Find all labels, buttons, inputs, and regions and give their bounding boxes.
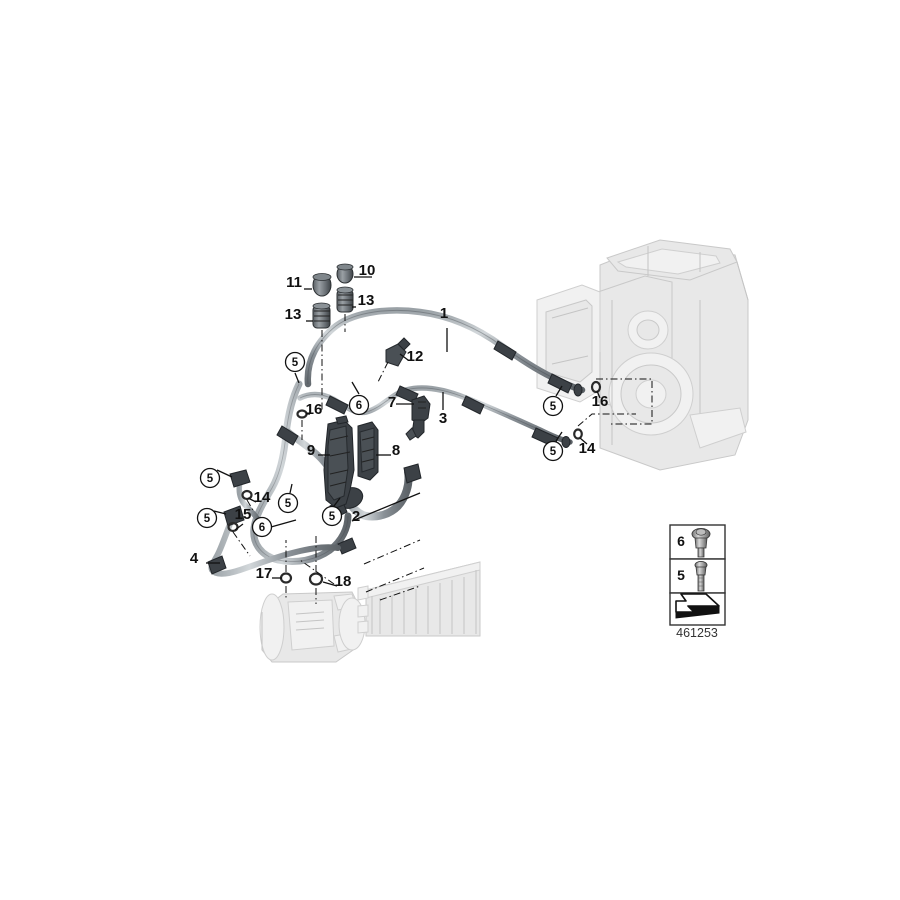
callout-15: 15 bbox=[235, 506, 252, 523]
direction-arrow-icon bbox=[675, 593, 720, 619]
circled-callout-label: 5 bbox=[550, 446, 557, 458]
circled-callout-5-b: 5 bbox=[542, 395, 564, 417]
legend-row-number-6: 6 bbox=[677, 533, 685, 549]
heater-air-conditioner-unit-ghost bbox=[536, 239, 749, 471]
line-connector-12 bbox=[377, 337, 411, 383]
service-valve-caps bbox=[312, 263, 354, 412]
callout-9: 9 bbox=[307, 442, 315, 459]
callout-12: 12 bbox=[407, 348, 424, 365]
callout-10: 10 bbox=[359, 262, 376, 279]
refrigerant-line-1 bbox=[304, 307, 586, 397]
circled-callout-label: 5 bbox=[204, 513, 211, 525]
circled-callout-label: 6 bbox=[259, 522, 265, 534]
circled-callout-5-c: 5 bbox=[542, 440, 564, 462]
callout-13-a: 13 bbox=[358, 292, 375, 309]
circled-callout-label: 5 bbox=[292, 357, 299, 369]
callout-labels: 1 2 3 4 7 8 9 10 11 12 13 13 14 14 15 16… bbox=[190, 262, 609, 590]
circled-callout-6-b: 6 bbox=[251, 516, 273, 538]
diagram-id-label: 461253 bbox=[676, 626, 718, 640]
callout-1: 1 bbox=[440, 305, 448, 322]
bracket-7 bbox=[405, 395, 431, 441]
hex-flange-bolt-short-icon bbox=[691, 528, 711, 558]
circled-callout-label: 5 bbox=[207, 473, 214, 485]
leader-lines bbox=[206, 276, 653, 604]
callout-13-b: 13 bbox=[285, 306, 302, 323]
circled-callouts: 5 6 5 5 5 5 5 bbox=[196, 351, 564, 538]
circled-callout-label: 5 bbox=[285, 498, 292, 510]
callout-11: 11 bbox=[286, 274, 302, 291]
circled-callout-5-g: 5 bbox=[321, 505, 343, 527]
circled-callout-5-a: 5 bbox=[284, 351, 306, 373]
circled-callout-5-f: 5 bbox=[277, 492, 299, 514]
circled-callout-6-a: 6 bbox=[348, 394, 370, 416]
callout-7: 7 bbox=[388, 394, 396, 411]
callout-16-a: 16 bbox=[306, 401, 323, 418]
circled-callout-5-d: 5 bbox=[199, 467, 221, 489]
o-rings bbox=[227, 380, 602, 586]
callout-14-b: 14 bbox=[579, 440, 596, 457]
hex-flange-bolt-long-icon bbox=[694, 560, 708, 592]
callout-17: 17 bbox=[256, 565, 273, 582]
circled-callout-5-e: 5 bbox=[196, 507, 218, 529]
circled-callout-label: 5 bbox=[550, 401, 557, 413]
circled-callout-label: 5 bbox=[329, 511, 336, 523]
legend-box: 6 5 461253 bbox=[669, 524, 726, 640]
callout-2: 2 bbox=[352, 508, 360, 525]
bracket-9 bbox=[323, 415, 355, 509]
bracket-8 bbox=[357, 421, 379, 481]
callout-16-b: 16 bbox=[592, 393, 609, 410]
callout-3: 3 bbox=[439, 410, 447, 427]
callout-4: 4 bbox=[190, 550, 199, 567]
circled-callout-label: 6 bbox=[356, 400, 362, 412]
callout-14-a: 14 bbox=[254, 489, 271, 506]
callout-18: 18 bbox=[335, 573, 352, 590]
ac-condenser-ghost bbox=[357, 561, 481, 637]
legend-row-number-5: 5 bbox=[677, 567, 685, 583]
callout-8: 8 bbox=[392, 442, 400, 459]
ac-compressor-ghost bbox=[259, 591, 366, 663]
